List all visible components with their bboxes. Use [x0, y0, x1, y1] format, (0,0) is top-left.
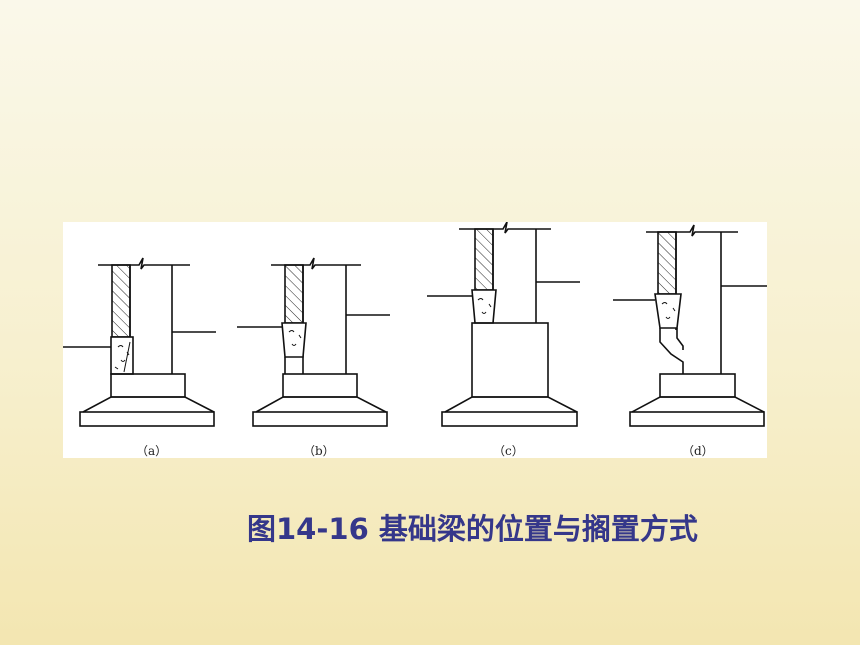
foundation-beam-figure: （a） （b） （c） （d）: [63, 222, 767, 458]
detail-c: [427, 222, 580, 427]
label-c: （c）: [493, 444, 524, 458]
detail-a: [63, 257, 216, 427]
detail-d: [613, 224, 767, 427]
figure-caption: 图14-16 基础梁的位置与搁置方式: [247, 512, 698, 546]
label-b: （b）: [303, 444, 335, 458]
label-d: （d）: [682, 444, 714, 458]
detail-b: [237, 257, 390, 427]
label-a: （a）: [136, 444, 167, 458]
figure-drawing: （a） （b） （c） （d）: [63, 222, 767, 458]
